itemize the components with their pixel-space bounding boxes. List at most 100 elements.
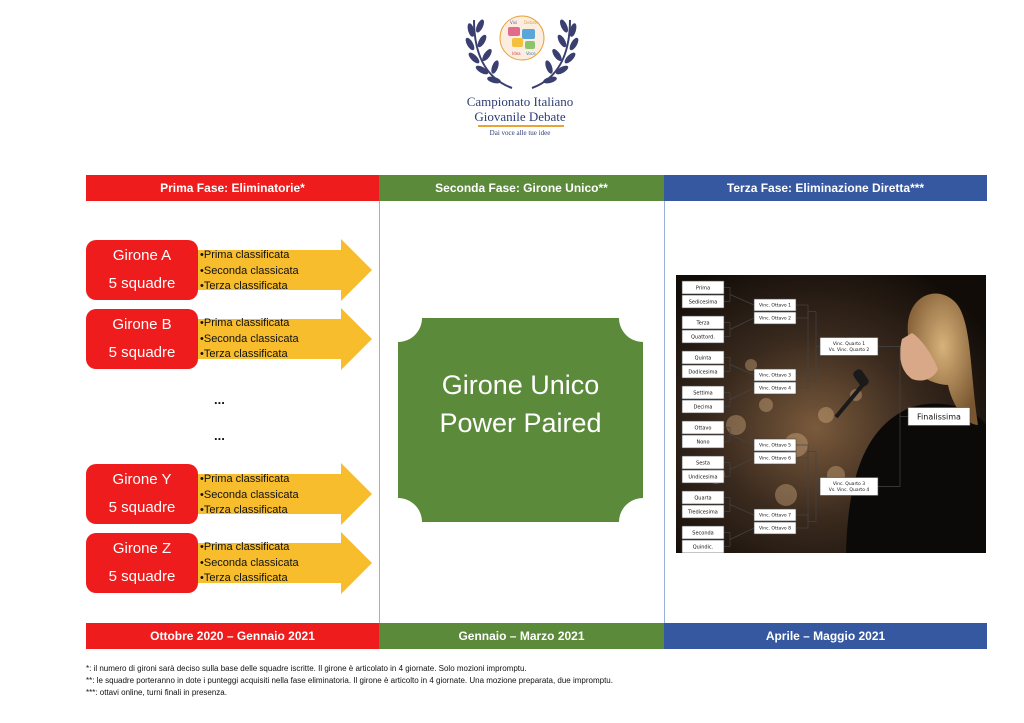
ottavo-box-label: Vinc. Ottavo 1 bbox=[759, 303, 791, 309]
ottavo-box-label: Vinc. Ottavo 7 bbox=[759, 513, 791, 519]
seed-box: Nono bbox=[681, 434, 725, 449]
seed-box: Quarta bbox=[681, 490, 725, 505]
ranking-list: •Prima classificata •Seconda classicata … bbox=[200, 316, 299, 363]
arrow-shape bbox=[198, 239, 372, 301]
seed-box: Tredicesima bbox=[681, 504, 725, 519]
seed-box-label: Ottavo bbox=[695, 425, 712, 431]
girone-unico-line2: Power Paired bbox=[439, 408, 602, 438]
quarto-box-label: Vinc. Quarto 1 bbox=[833, 341, 865, 347]
phase2-period: Gennaio – Marzo 2021 bbox=[379, 623, 664, 649]
ottavo-box: Vinc. Ottavo 5 bbox=[753, 438, 797, 452]
bracket-connector bbox=[729, 457, 755, 470]
ottavo-box: Vinc. Ottavo 7 bbox=[753, 508, 797, 522]
ellipsis: ... bbox=[214, 428, 225, 443]
bracket-connector bbox=[729, 504, 755, 516]
bracket-connector bbox=[729, 527, 755, 540]
seed-box-label: Settima bbox=[693, 390, 713, 396]
ranking-item: •Prima classificata bbox=[200, 249, 290, 261]
ottavo-box-label: Vinc. Ottavo 6 bbox=[759, 456, 791, 462]
ranking-item: •Prima classificata bbox=[200, 473, 290, 485]
logo-title-line2: Giovanile Debate bbox=[474, 109, 566, 124]
ottavo-box: Vinc. Ottavo 3 bbox=[753, 368, 797, 382]
group-size: 5 squadre bbox=[108, 568, 176, 585]
ranking-item: •Prima classificata bbox=[200, 541, 290, 553]
group-box-y: Girone Y 5 squadre bbox=[86, 464, 198, 524]
ottavo-box: Vinc. Ottavo 1 bbox=[753, 298, 797, 312]
quarto-box-label: Vs. Vinc. Quarto 2 bbox=[829, 347, 870, 353]
group-box-z: Girone Z 5 squadre bbox=[86, 533, 198, 593]
ranking-item: •Terza classificata bbox=[200, 504, 288, 516]
bracket-connector bbox=[729, 317, 755, 330]
ottavo-box: Vinc. Ottavo 6 bbox=[753, 451, 797, 465]
seed-box-label: Quarta bbox=[694, 495, 711, 501]
logo-badge-word: Idea bbox=[512, 51, 521, 56]
column-divider bbox=[379, 201, 380, 623]
logo-title-line1: Campionato Italiano bbox=[466, 94, 574, 109]
ellipsis: ... bbox=[214, 392, 225, 407]
logo-tagline: Dai voce alle tue idee bbox=[489, 129, 551, 137]
logo-underline bbox=[478, 125, 564, 127]
seed-box: Undicesima bbox=[681, 469, 725, 484]
girone-unico-line1: Girone Unico bbox=[441, 370, 600, 400]
seed-box: Seconda bbox=[681, 525, 725, 540]
ranking-list: •Prima classificata •Seconda classicata … bbox=[200, 540, 299, 587]
ottavo-box: Vinc. Ottavo 8 bbox=[753, 521, 797, 535]
ranking-list: •Prima classificata •Seconda classicata … bbox=[200, 248, 299, 295]
phase2-header: Seconda Fase: Girone Unico** bbox=[379, 175, 664, 201]
group-name: Girone Z bbox=[112, 540, 172, 557]
arrow-shape bbox=[198, 463, 372, 525]
seed-box-label: Decima bbox=[694, 404, 713, 410]
ottavo-box-label: Vinc. Ottavo 3 bbox=[759, 373, 791, 379]
seed-box-label: Quindic. bbox=[693, 544, 714, 550]
footnote-3: ***: ottavi online, turni finali in pres… bbox=[86, 688, 227, 697]
laurel-logo-icon: Vivi Debate Idea Voce bbox=[465, 15, 579, 89]
ottavo-box: Vinc. Ottavo 4 bbox=[753, 381, 797, 395]
ranking-item: •Seconda classicata bbox=[200, 332, 299, 345]
group-size: 5 squadre bbox=[108, 344, 176, 361]
final-box: Finalissima bbox=[907, 407, 971, 426]
seed-box: Terza bbox=[681, 315, 725, 330]
seed-box-label: Nono bbox=[696, 439, 709, 445]
phase3-period: Aprile – Maggio 2021 bbox=[664, 623, 987, 649]
ranking-item: •Seconda classicata bbox=[200, 556, 299, 569]
seed-box: Quindic. bbox=[681, 539, 725, 553]
logo-badge-word: Voce bbox=[526, 51, 536, 56]
bracket-connector bbox=[729, 294, 755, 306]
seed-box: Decima bbox=[681, 399, 725, 414]
arrow-shape bbox=[198, 308, 372, 370]
seed-box-label: Terza bbox=[695, 320, 709, 326]
ottavo-box-label: Vinc. Ottavo 4 bbox=[759, 386, 791, 392]
girone-unico-label: Girone Unico Power Paired bbox=[398, 366, 643, 442]
seed-box: Dodicesima bbox=[681, 364, 725, 379]
ottavo-box-label: Vinc. Ottavo 5 bbox=[759, 443, 791, 449]
footnote-2: **: le squadre porteranno in dote i punt… bbox=[86, 676, 613, 685]
seed-box-label: Tredicesima bbox=[687, 509, 718, 515]
seed-box-label: Prima bbox=[696, 285, 710, 291]
quarto-box: Vinc. Quarto 1Vs. Vinc. Quarto 2 bbox=[819, 337, 879, 356]
logo-badge-word: Vivi bbox=[510, 20, 517, 25]
group-name: Girone A bbox=[112, 247, 172, 264]
group-name: Girone Y bbox=[112, 471, 172, 488]
seed-box-label: Quinta bbox=[695, 355, 712, 361]
final-box-label: Finalissima bbox=[917, 412, 961, 421]
seed-box-label: Sedicesima bbox=[689, 299, 718, 305]
seed-box-label: Seconda bbox=[692, 530, 713, 536]
column-divider bbox=[664, 201, 665, 623]
footnote-1: *: il numero di gironi sarà deciso sulla… bbox=[86, 664, 527, 673]
quarto-box-label: Vs. Vinc. Quarto 4 bbox=[829, 487, 870, 493]
group-size: 5 squadre bbox=[108, 275, 176, 292]
phase1-period: Ottobre 2020 – Gennaio 2021 bbox=[86, 623, 379, 649]
group-size: 5 squadre bbox=[108, 499, 176, 516]
ranking-item: •Seconda classicata bbox=[200, 488, 299, 501]
logo-badge-word: Debate bbox=[524, 20, 539, 25]
phase3-header: Terza Fase: Eliminazione Diretta*** bbox=[664, 175, 987, 201]
seed-box-label: Sesta bbox=[696, 460, 710, 466]
bracket-connector bbox=[729, 434, 755, 446]
seed-box: Sesta bbox=[681, 455, 725, 470]
seed-box-label: Quattord. bbox=[691, 334, 715, 340]
group-box-a: Girone A 5 squadre bbox=[86, 240, 198, 300]
seed-box: Sedicesima bbox=[681, 294, 725, 309]
group-box-b: Girone B 5 squadre bbox=[86, 309, 198, 369]
